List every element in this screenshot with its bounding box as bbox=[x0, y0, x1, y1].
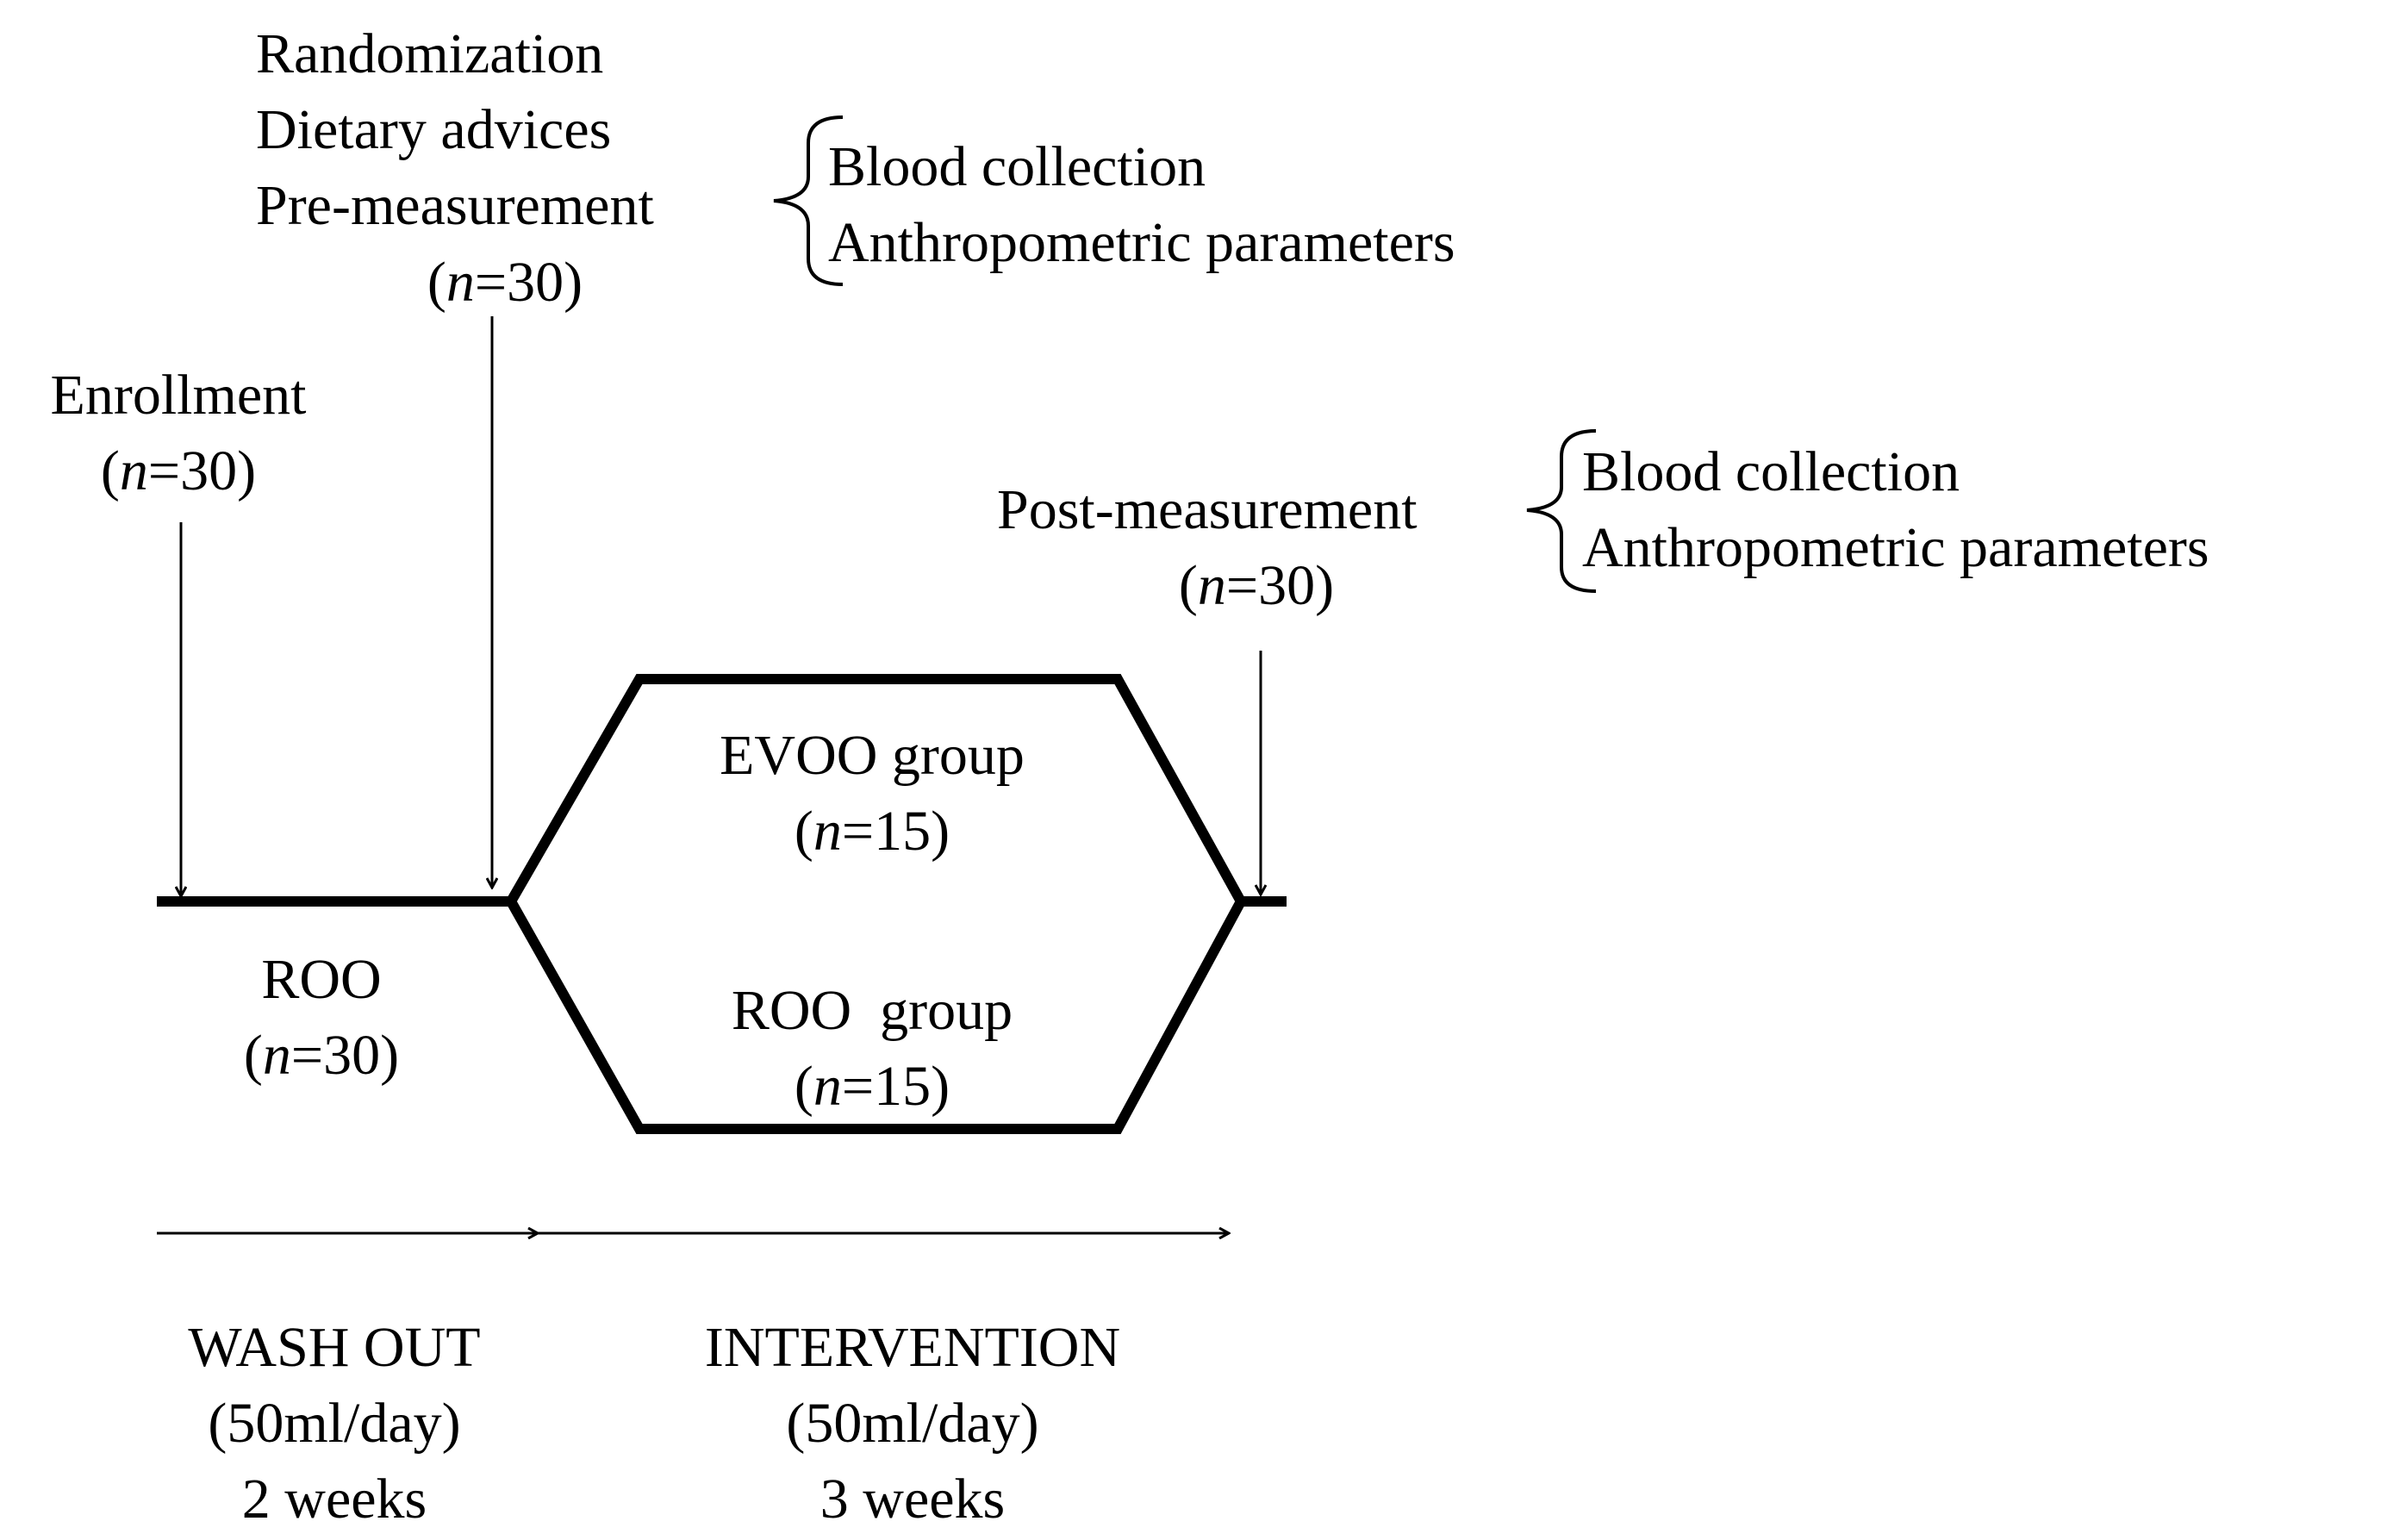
pre-measurement-label: Pre-measurement bbox=[256, 174, 654, 237]
dietary-advices-label: Dietary advices bbox=[256, 98, 612, 161]
intervention-phase-duration: 3 weeks bbox=[819, 1468, 1006, 1531]
intervention-phase-name: INTERVENTION bbox=[704, 1316, 1121, 1379]
enrollment-n-symbol: n bbox=[119, 440, 148, 502]
pre-blood-collection-label: Blood collection bbox=[828, 135, 1206, 198]
pre-measurement-n-value: =30) bbox=[474, 251, 583, 314]
randomization-label: Randomization bbox=[256, 22, 604, 85]
enrollment-n-open: ( bbox=[100, 440, 120, 502]
post-blood-collection-label: Blood collection bbox=[1582, 440, 1960, 503]
washout-oil-n-open: ( bbox=[243, 1024, 263, 1087]
washout-oil-n-symbol: n bbox=[262, 1024, 291, 1087]
post-measurement-n-symbol: n bbox=[1197, 554, 1226, 617]
roo-group-n-value: =15) bbox=[841, 1055, 950, 1118]
washout-phase-duration: 2 weeks bbox=[241, 1468, 427, 1531]
post-measurement-n: (n=30) bbox=[1179, 548, 1334, 624]
post-measurement-n-value: =30) bbox=[1225, 554, 1335, 617]
evoo-group-label: EVOO group bbox=[720, 724, 1025, 787]
washout-phase-dose: (50ml/day) bbox=[208, 1392, 461, 1455]
post-measurement-brace bbox=[1526, 429, 1597, 593]
roo-group-n-open: ( bbox=[794, 1055, 813, 1118]
washout-oil-n-value: =30) bbox=[290, 1024, 400, 1087]
enrollment-label: Enrollment bbox=[50, 364, 307, 427]
post-measurement-n-open: ( bbox=[1178, 554, 1198, 617]
pre-measurement-n: (n=30) bbox=[427, 245, 583, 321]
roo-group-n: (n=15) bbox=[795, 1049, 950, 1125]
pre-anthropometric-label: Anthropometric parameters bbox=[828, 211, 1455, 274]
post-measurement-label: Post-measurement bbox=[997, 478, 1418, 541]
evoo-group-n: (n=15) bbox=[795, 794, 950, 870]
roo-group-label: ROO group bbox=[731, 979, 1013, 1042]
post-anthropometric-label: Anthropometric parameters bbox=[1582, 516, 2209, 579]
pre-measurement-n-open: ( bbox=[427, 251, 446, 314]
pre-measurement-n-symbol: n bbox=[446, 251, 475, 314]
enrollment-n-value: =30) bbox=[147, 440, 257, 502]
evoo-group-n-open: ( bbox=[794, 800, 813, 863]
evoo-group-n-symbol: n bbox=[813, 800, 842, 863]
washout-oil-n: (n=30) bbox=[244, 1018, 399, 1094]
washout-oil-label: ROO bbox=[261, 948, 382, 1011]
washout-phase-name: WASH OUT bbox=[188, 1316, 481, 1379]
roo-group-n-symbol: n bbox=[813, 1055, 842, 1118]
intervention-hexagon bbox=[505, 674, 1247, 1134]
enrollment-n: (n=30) bbox=[101, 433, 256, 509]
intervention-phase-dose: (50ml/day) bbox=[786, 1392, 1039, 1455]
evoo-group-n-value: =15) bbox=[841, 800, 950, 863]
pre-measurement-brace bbox=[773, 115, 844, 286]
